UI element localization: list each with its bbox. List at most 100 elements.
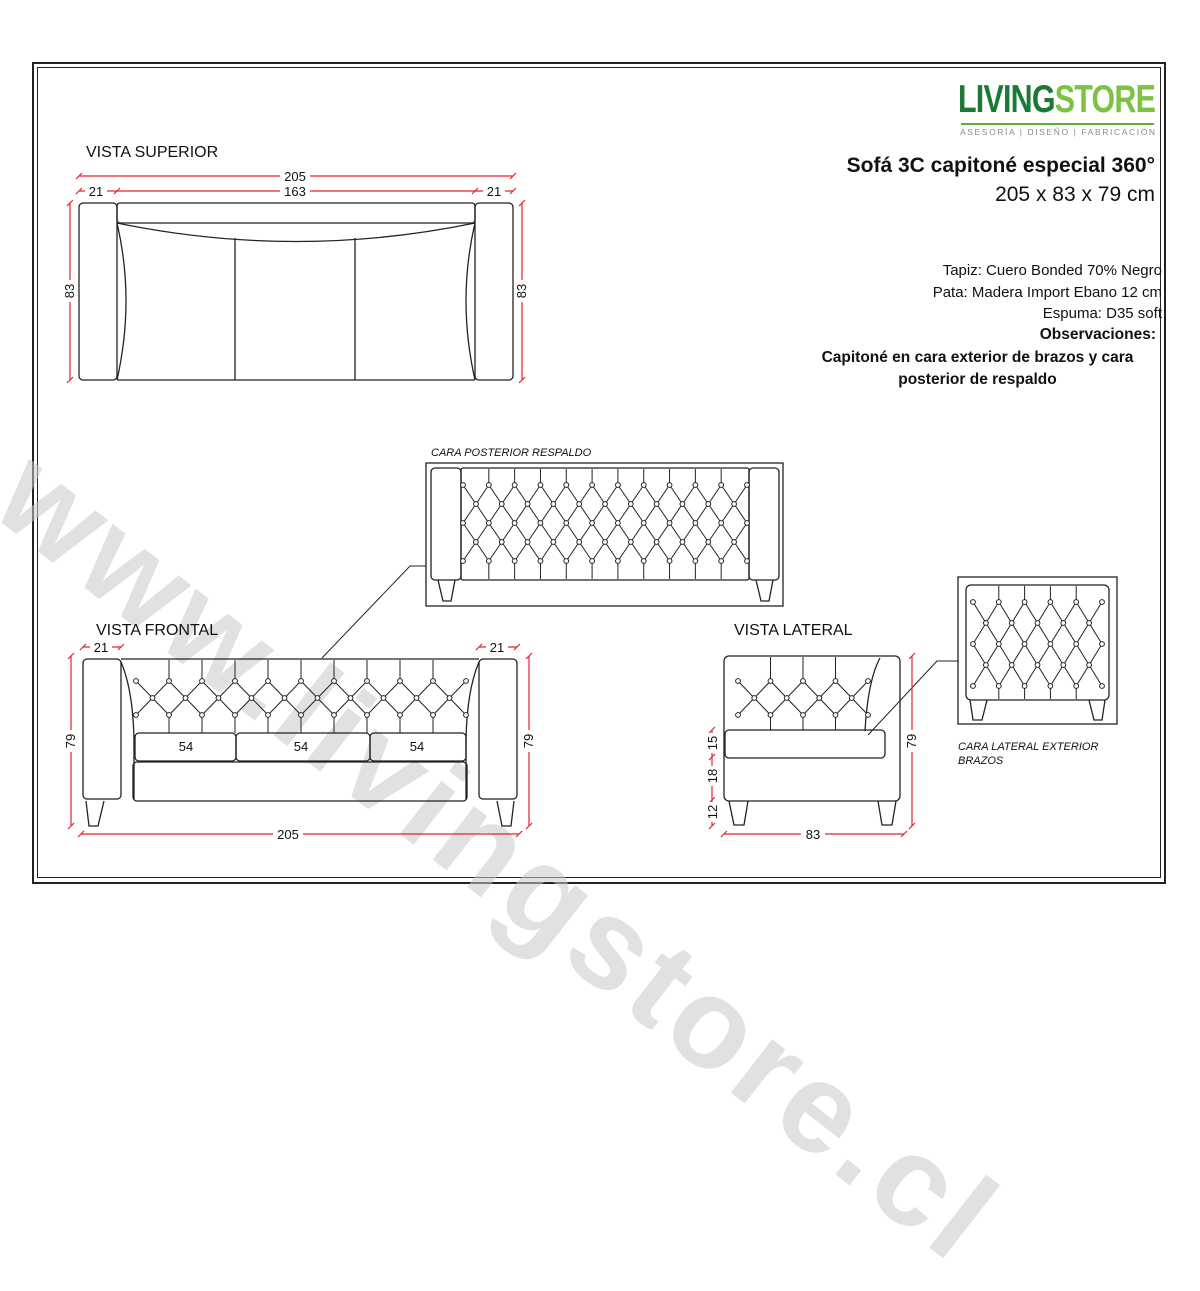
product-dimensions: 205 x 83 x 79 cm <box>995 183 1155 206</box>
tuft-button <box>1060 620 1067 626</box>
tuft-button <box>473 539 479 545</box>
tuft-button <box>995 683 1002 689</box>
observations-text: Capitoné en cara exterior de brazos y ca… <box>821 349 1134 388</box>
tuft-button <box>767 712 774 718</box>
tuft-button <box>1047 599 1054 605</box>
tuft-button <box>666 482 673 488</box>
tuft-button <box>718 558 725 564</box>
tuft-button <box>1021 599 1028 605</box>
tuft-button <box>166 678 172 684</box>
dim-side-height: 79 <box>904 734 919 748</box>
tuft-button <box>1047 641 1054 647</box>
tuft-button <box>735 712 741 718</box>
tuft-button <box>767 678 774 684</box>
tuft-button <box>692 558 699 564</box>
tuft-button <box>705 539 712 545</box>
tuft-button <box>1008 620 1015 626</box>
dim-top-seat: 163 <box>284 184 306 199</box>
tuft-button <box>550 501 557 507</box>
tuft-button <box>640 520 647 526</box>
tuft-button <box>331 678 337 684</box>
dim-front-arm-right: 21 <box>490 640 504 655</box>
tuft-button <box>640 558 647 564</box>
tuft-button <box>692 482 699 488</box>
label-top-view: VISTA SUPERIOR <box>86 144 219 161</box>
tuft-button <box>460 482 466 488</box>
tuft-button <box>602 501 608 507</box>
spec-upholstery: Tapiz: Cuero Bonded 70% Negro <box>942 262 1162 279</box>
tuft-button <box>1008 662 1015 668</box>
back-detail-drawing <box>425 462 784 607</box>
dim-side-depth: 83 <box>806 827 820 842</box>
tuft-button <box>640 482 647 488</box>
dimension-lines <box>69 175 913 835</box>
tuft-button <box>832 678 839 684</box>
tuft-button <box>265 678 271 684</box>
tuft-button <box>983 620 989 626</box>
dim-top-arm-right: 21 <box>487 184 501 199</box>
tuft-button <box>537 520 544 526</box>
tuft-button <box>816 695 823 701</box>
label-side-view: VISTA LATERAL <box>734 622 853 639</box>
tuft-button <box>511 520 518 526</box>
tuft-button <box>705 501 712 507</box>
tuft-button <box>1099 641 1105 647</box>
tuft-button <box>1099 599 1105 605</box>
top-view-drawing <box>78 202 514 381</box>
tuft-button <box>248 695 255 701</box>
tuft-button <box>133 678 139 684</box>
tuft-button <box>1086 662 1092 668</box>
tuft-button <box>731 501 737 507</box>
tuft-button <box>511 558 518 564</box>
tuft-button <box>1021 683 1028 689</box>
tuft-button <box>666 520 673 526</box>
dim-front-arm-left: 21 <box>94 640 108 655</box>
dim-top-total: 205 <box>284 169 306 184</box>
tuft-button <box>718 482 725 488</box>
tuft-button <box>281 695 288 701</box>
tuft-button <box>615 482 621 488</box>
tuft-button <box>460 520 466 526</box>
tuft-button <box>473 501 479 507</box>
tuft-button <box>511 482 518 488</box>
tuft-button <box>1047 683 1054 689</box>
label-arm-detail-2: BRAZOS <box>958 755 1004 767</box>
brand-tagline: ASESORÍA | DISEÑO | FABRICACIÓN <box>960 127 1157 137</box>
tuft-button <box>744 482 750 488</box>
dim-front-height-right: 79 <box>521 734 536 748</box>
tuft-button <box>524 501 531 507</box>
sheet-frame-inner <box>37 67 1161 878</box>
side-view-drawing <box>723 655 901 826</box>
tuft-button <box>589 520 595 526</box>
tuft-button <box>215 695 222 701</box>
tuft-button <box>463 678 469 684</box>
logo-underline <box>961 123 1154 125</box>
tuft-button <box>199 678 205 684</box>
tuft-button <box>331 712 337 718</box>
tuft-button <box>970 683 976 689</box>
dim-top-arm-left: 21 <box>89 184 103 199</box>
tuft-button <box>1034 620 1041 626</box>
dim-front-height-left: 79 <box>63 734 78 748</box>
tuft-button <box>182 695 189 701</box>
spec-foam: Espuma: D35 soft <box>1042 305 1162 322</box>
tuft-button <box>563 482 570 488</box>
tuft-button <box>166 712 172 718</box>
tuft-button <box>397 712 403 718</box>
tuft-button <box>347 695 354 701</box>
observations-title: Observaciones: <box>1039 326 1156 343</box>
tuft-button <box>485 558 492 564</box>
tuft-button <box>692 520 699 526</box>
tuft-button <box>524 539 531 545</box>
tuft-button <box>1086 620 1092 626</box>
tuft-button <box>537 482 544 488</box>
tuft-button <box>298 712 304 718</box>
tuft-button <box>563 558 570 564</box>
tuft-button <box>744 520 750 526</box>
tuft-button <box>265 712 271 718</box>
tuft-button <box>718 520 725 526</box>
tuft-button <box>397 678 403 684</box>
tuft-button <box>751 695 758 701</box>
logo-living: LIVING <box>958 78 1056 121</box>
tuft-button <box>783 695 790 701</box>
